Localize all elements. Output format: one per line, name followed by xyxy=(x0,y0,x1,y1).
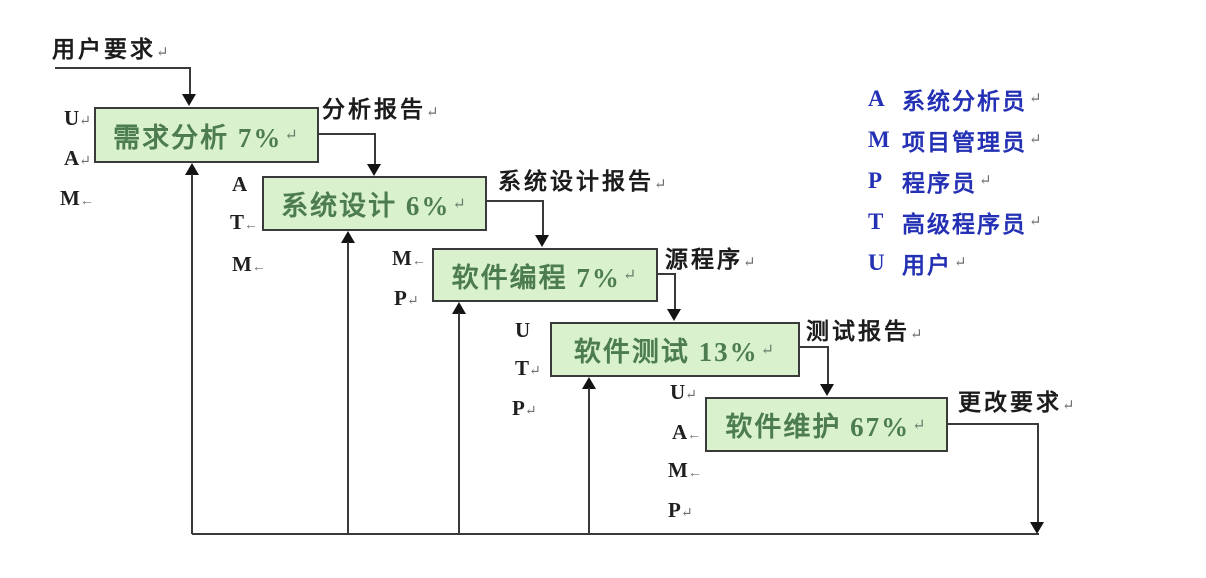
connector-stage3-stage4-vertical xyxy=(674,273,676,311)
return-mark-icon: ↵ xyxy=(156,45,169,61)
input-label-user-requirements: 用户要求↵ xyxy=(52,30,169,64)
connector-stage1-stage2-horizontal xyxy=(318,133,376,135)
arrowhead-up-icon xyxy=(341,231,355,243)
connector-stage2-stage3-horizontal xyxy=(486,200,544,202)
return-mark-icon: ↵ xyxy=(743,255,756,271)
connector-stage1-stage2-vertical xyxy=(374,133,376,165)
return-mark-icon: ↵ xyxy=(79,114,91,129)
stage-box-system-design: 系统设计 6%↵ xyxy=(262,176,487,231)
role-letter: A↵ xyxy=(64,146,91,170)
connector-stage4-stage5-horizontal xyxy=(799,346,829,348)
role-letter: M← xyxy=(392,246,426,270)
return-mark-icon: ↵ xyxy=(452,195,468,213)
arrowhead-down-icon xyxy=(535,235,549,247)
feedback-baseline xyxy=(192,533,1039,535)
return-mark-icon: ↵ xyxy=(910,327,923,343)
connector-stage4-stage5-vertical xyxy=(827,346,829,386)
return-mark-icon: ← xyxy=(244,218,259,233)
connector-stage3-stage4-horizontal xyxy=(657,273,676,275)
role-letter: M← xyxy=(232,252,266,276)
return-mark-icon: ↵ xyxy=(426,105,439,121)
input-label-text: 用户要求 xyxy=(52,37,156,62)
output-label-text: 更改要求 xyxy=(958,390,1062,415)
stage-label: 需求分析 7% xyxy=(113,122,283,153)
connector-input-vertical xyxy=(189,67,191,95)
arrowhead-up-icon xyxy=(185,163,199,175)
return-mark-icon: ↵ xyxy=(79,154,91,169)
role-letter: P↵ xyxy=(512,396,537,420)
arrowhead-up-icon xyxy=(582,377,596,389)
role-letter: M← xyxy=(60,186,94,210)
return-mark-icon: ↵ xyxy=(529,364,541,379)
arrowhead-up-icon xyxy=(452,302,466,314)
return-mark-icon: ↵ xyxy=(1062,398,1075,414)
stage-label: 软件编程 7% xyxy=(451,262,621,293)
arrowhead-down-icon xyxy=(820,384,834,396)
return-mark-icon: ← xyxy=(687,428,702,443)
stage-label: 系统设计 6% xyxy=(281,191,451,221)
stage-label: 软件维护 67% xyxy=(725,412,911,442)
return-mark-icon: ← xyxy=(79,194,94,209)
arrowhead-down-icon xyxy=(182,94,196,106)
output-label-analysis-report: 分析报告↵ xyxy=(322,90,439,124)
return-mark-icon: ↵ xyxy=(979,173,992,189)
role-letter: P↵ xyxy=(668,498,693,522)
output-label-change-requests: 更改要求↵ xyxy=(958,383,1075,417)
return-mark-icon: ↵ xyxy=(1029,132,1042,148)
role-letter: U↵ xyxy=(670,380,697,404)
stage-label: 软件测试 13% xyxy=(573,337,759,367)
return-mark-icon: ↵ xyxy=(760,341,777,359)
role-letter: U xyxy=(515,318,531,342)
arrowhead-down-icon xyxy=(367,164,381,176)
return-mark-icon: ↵ xyxy=(524,404,537,419)
stage-box-software-coding: 软件编程 7%↵ xyxy=(432,248,658,302)
return-mark-icon: ↵ xyxy=(622,267,639,284)
output-label-text: 源程序 xyxy=(665,247,743,272)
return-mark-icon: ↵ xyxy=(680,506,693,521)
return-mark-icon: ← xyxy=(251,260,266,275)
return-mark-icon: ← xyxy=(687,466,702,481)
feedback-line-stage4 xyxy=(588,388,590,534)
feedback-line-stage2 xyxy=(347,242,349,534)
stage-box-software-maintenance: 软件维护 67%↵ xyxy=(705,397,948,452)
connector-stage5-output-vertical xyxy=(1037,423,1039,524)
stage-box-requirements-analysis: 需求分析 7%↵ xyxy=(94,107,319,163)
output-label-text: 分析报告 xyxy=(322,97,426,122)
return-mark-icon: ↵ xyxy=(685,388,697,403)
output-label-source-program: 源程序↵ xyxy=(665,240,756,274)
return-mark-icon: ↵ xyxy=(954,255,967,271)
return-mark-icon: ↵ xyxy=(406,294,419,309)
arrowhead-down-icon xyxy=(1030,522,1044,534)
role-letter: T↵ xyxy=(515,356,541,380)
role-letter: A← xyxy=(672,420,702,444)
role-letter: T← xyxy=(230,210,259,234)
output-label-test-report: 测试报告↵ xyxy=(806,312,923,346)
return-mark-icon: ↵ xyxy=(1029,91,1042,107)
connector-stage5-output-horizontal xyxy=(947,423,1039,425)
output-label-text: 系统设计报告 xyxy=(498,169,654,194)
stage-box-software-testing: 软件测试 13%↵ xyxy=(550,322,800,377)
connector-stage2-stage3-vertical xyxy=(542,200,544,236)
arrowhead-down-icon xyxy=(667,309,681,321)
feedback-line-stage3 xyxy=(458,313,460,534)
role-letter: M← xyxy=(668,458,702,482)
return-mark-icon: ← xyxy=(411,254,426,269)
output-label-text: 测试报告 xyxy=(806,319,910,344)
role-letter: U↵ xyxy=(64,106,91,130)
return-mark-icon: ↵ xyxy=(1029,214,1042,230)
connector-input-horizontal xyxy=(55,67,191,69)
return-mark-icon: ↵ xyxy=(654,177,667,193)
feedback-line-stage1 xyxy=(191,174,193,534)
return-mark-icon: ↵ xyxy=(912,416,928,434)
return-mark-icon: ↵ xyxy=(284,127,300,144)
role-letter: A xyxy=(232,172,248,196)
role-letter: P↵ xyxy=(394,286,419,310)
output-label-system-design-report: 系统设计报告↵ xyxy=(498,162,667,196)
